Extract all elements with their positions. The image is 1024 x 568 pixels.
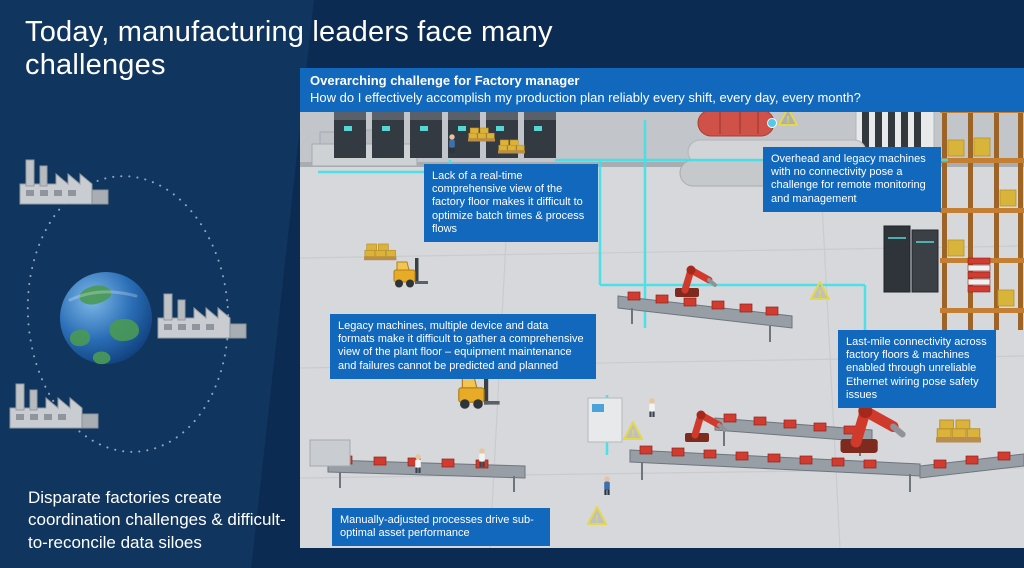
factory-floor-illustration: !	[300, 68, 1024, 548]
conveyor	[629, 445, 921, 492]
disparate-factories-illustration	[9, 159, 247, 453]
callout-last-mile-connectivity: Last-mile connectivity across factory fl…	[838, 330, 996, 408]
callout-overhead-legacy-machines: Overhead and legacy machines with no con…	[763, 147, 941, 212]
globe-icon	[60, 272, 152, 365]
control-station	[587, 397, 623, 443]
left-caption: Disparate factories create coordination …	[28, 488, 286, 552]
server-cabinets	[883, 225, 939, 293]
callout-legacy-data-formats: Legacy machines, multiple device and dat…	[330, 314, 596, 379]
factory-icon	[19, 159, 109, 205]
left-diagonal-panel	[0, 0, 314, 568]
factory-scene: !	[300, 68, 1024, 548]
callout-realtime-view: Lack of a real-time comprehensive view o…	[424, 164, 598, 242]
factory-icon	[157, 293, 247, 339]
conveyor	[919, 451, 1024, 479]
challenge-header: Overarching challenge for Factory manage…	[300, 68, 1024, 112]
challenge-header-subtitle: How do I effectively accomplish my produ…	[310, 90, 861, 105]
stacked-goods	[967, 257, 991, 293]
red-tank	[697, 109, 777, 137]
sensor-dot-icon	[767, 118, 777, 128]
challenge-header-title: Overarching challenge for Factory manage…	[310, 73, 580, 88]
callout-manual-processes: Manually-adjusted processes drive sub-op…	[332, 508, 550, 547]
dotted-ellipse	[26, 175, 230, 453]
factory-icon	[9, 383, 99, 429]
machine-cabinet	[309, 439, 351, 467]
conveyor	[617, 291, 793, 342]
slide-title: Today, manufacturing leaders face many c…	[25, 16, 553, 81]
